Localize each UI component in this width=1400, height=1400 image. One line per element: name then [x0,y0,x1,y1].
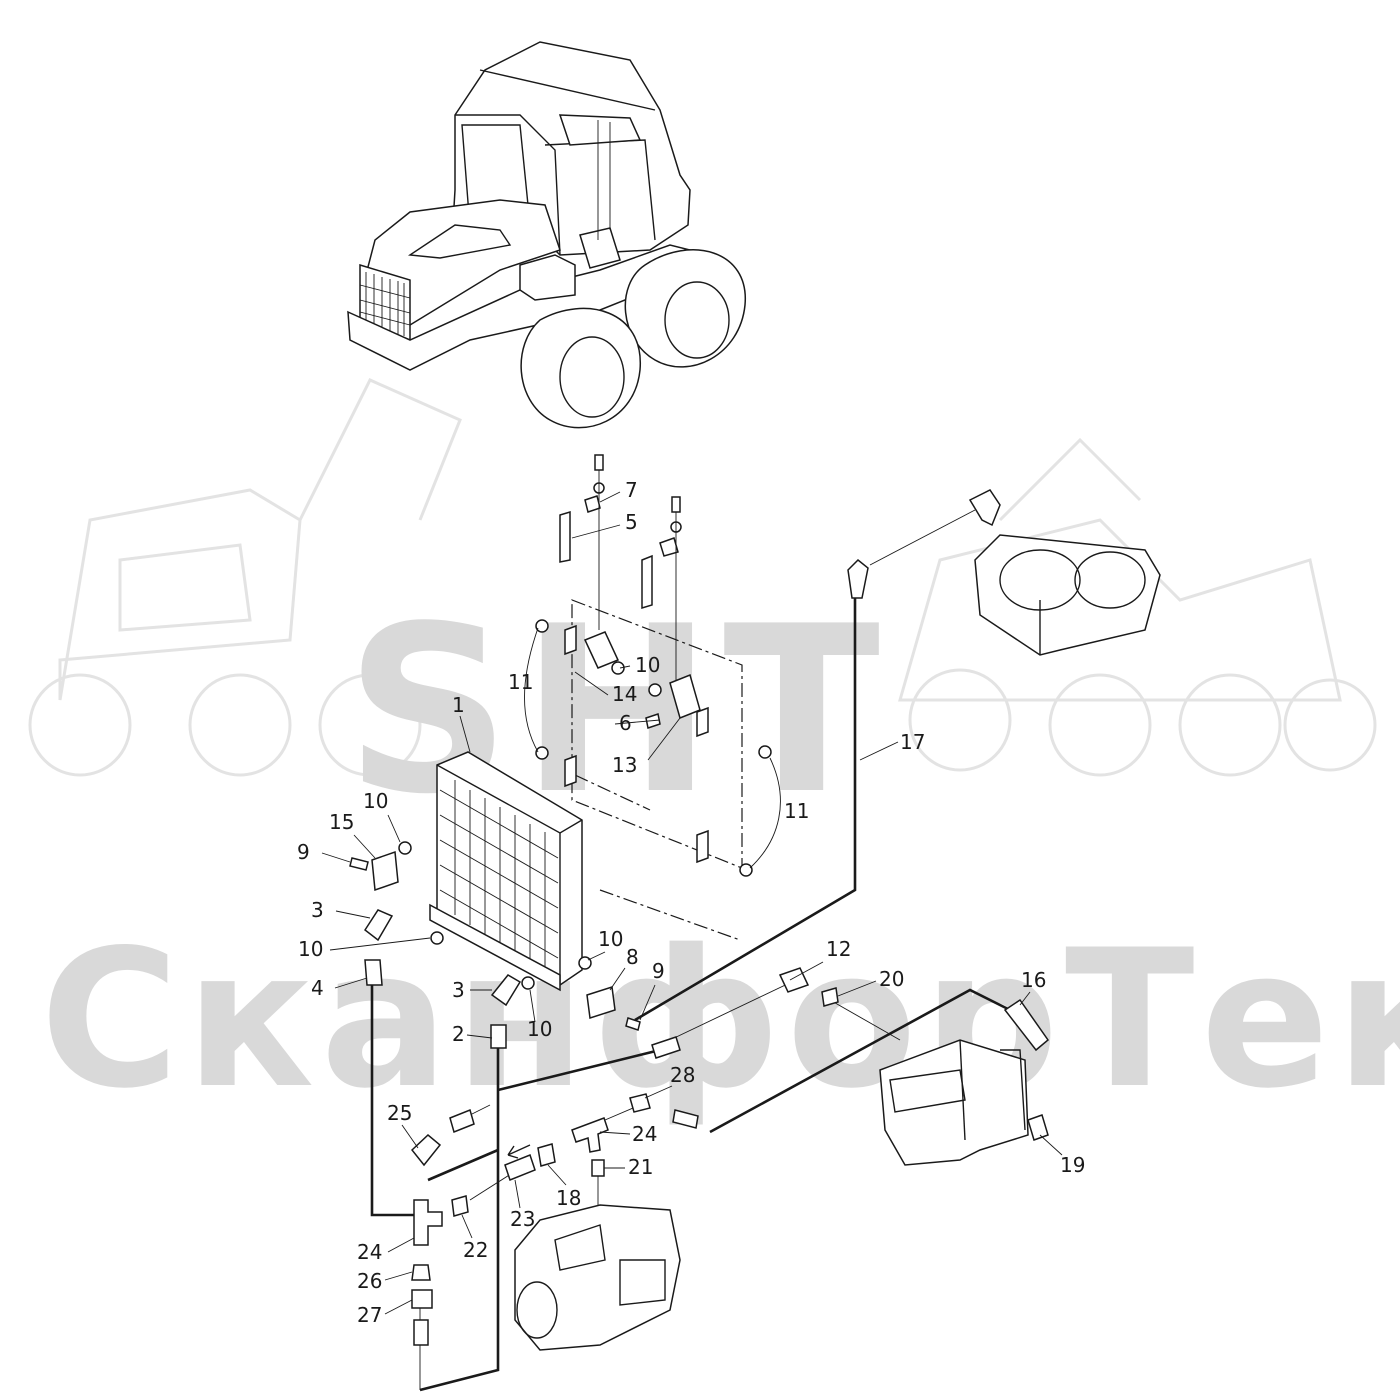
callout-27: 27 [357,1303,382,1327]
callout-10: 10 [527,1017,552,1041]
adapter-20 [821,987,839,1007]
hose-lines [370,509,1011,1392]
fitting-12-end [651,1036,681,1059]
filter-23 [504,1154,536,1181]
callout-26: 26 [357,1269,382,1293]
callout-22: 22 [463,1238,488,1262]
callout-15: 15 [329,810,354,834]
machine-wheel-front [520,307,641,429]
fitting-2 [490,1024,507,1049]
bracket-5-left [559,510,571,563]
hydraulic-motor [879,1039,1029,1166]
hose-20 [709,988,1011,1134]
callout-23: 23 [510,1207,535,1231]
callout-24: 24 [632,1122,657,1146]
callout-24: 24 [357,1240,382,1264]
plate-8 [586,986,616,1019]
callout-9: 9 [297,840,310,864]
callout-4: 4 [311,976,324,1000]
callout-7: 7 [625,478,638,502]
callout-17: 17 [900,730,925,754]
fitting-4 [364,959,383,986]
hose-4 [370,975,420,1217]
fittings [363,489,1050,1346]
elbow-3-right [490,974,522,1007]
callout-10: 10 [298,937,323,961]
callout-leaders [321,491,1063,1315]
adapter-22 [451,1195,469,1217]
callout-25: 25 [387,1101,412,1125]
cooler-grid [439,780,559,970]
callout-12: 12 [826,937,851,961]
callout-11: 11 [784,799,809,823]
elbow-3-left [363,909,394,942]
elbow-16 [1003,998,1050,1052]
nut-26 [411,1264,431,1281]
elbow-17-top [847,558,869,599]
hose-17 [634,580,857,1022]
callout-3: 3 [311,898,324,922]
callout-11: 11 [508,670,533,694]
plate-15 [371,850,399,892]
callout-18: 18 [556,1186,581,1210]
mounting-hardware [349,454,781,1031]
machine-motor [579,227,621,269]
machine-pump [519,254,576,301]
fitting-19 [1027,1114,1049,1141]
callout-28: 28 [670,1063,695,1087]
machine-overview [347,41,746,429]
engine-housing [974,534,1161,656]
tee-24-right [571,1117,609,1153]
sleeve-27 [411,1289,433,1309]
callout-2: 2 [452,1022,465,1046]
callout-10: 10 [598,927,623,951]
callout-8: 8 [626,945,639,969]
watermark-brand-top: SНТ [345,578,890,845]
fitting-25-inline [449,1108,475,1134]
callout-9: 9 [652,959,665,983]
callout-1: 1 [452,693,465,717]
machine-hood [361,199,561,326]
callout-20: 20 [879,967,904,991]
oil-cooler [429,751,583,992]
hinge-14 [583,631,620,669]
hydraulic-pump [514,1204,681,1351]
hose-25 [427,1148,499,1182]
fitting-27-end [413,1319,429,1346]
adapter-18 [537,1143,556,1167]
elbow-28 [629,1093,651,1113]
hinge-13 [669,673,701,720]
tee-24-left [413,1199,443,1246]
callout-21: 21 [628,1155,653,1179]
callout-5: 5 [625,510,638,534]
plug-21 [591,1159,605,1177]
watermark-brand-bottom: СканфорТек [40,909,1400,1130]
watermark: SНТ СканфорТек [28,378,1400,1130]
elbow-25 [410,1133,442,1167]
flow-arrow [507,1144,531,1159]
callout-3: 3 [452,978,465,1002]
watermark-tractor-right [898,437,1377,777]
callout-labels: 1 2 3 3 4 5 6 7 8 9 9 10 10 10 10 10 11 … [297,478,1085,1327]
bracket-5-right [641,554,653,610]
fitting-28-end [672,1109,699,1129]
callout-13: 13 [612,753,637,777]
machine-wheel-rear [624,249,746,368]
callout-16: 16 [1021,968,1046,992]
callout-10: 10 [363,789,388,813]
watermark-tractor-left [28,378,462,777]
callout-19: 19 [1060,1153,1085,1177]
elbow-engine [968,489,1001,527]
hose-12 [497,1048,661,1092]
callout-10: 10 [635,653,660,677]
callout-14: 14 [612,682,637,706]
